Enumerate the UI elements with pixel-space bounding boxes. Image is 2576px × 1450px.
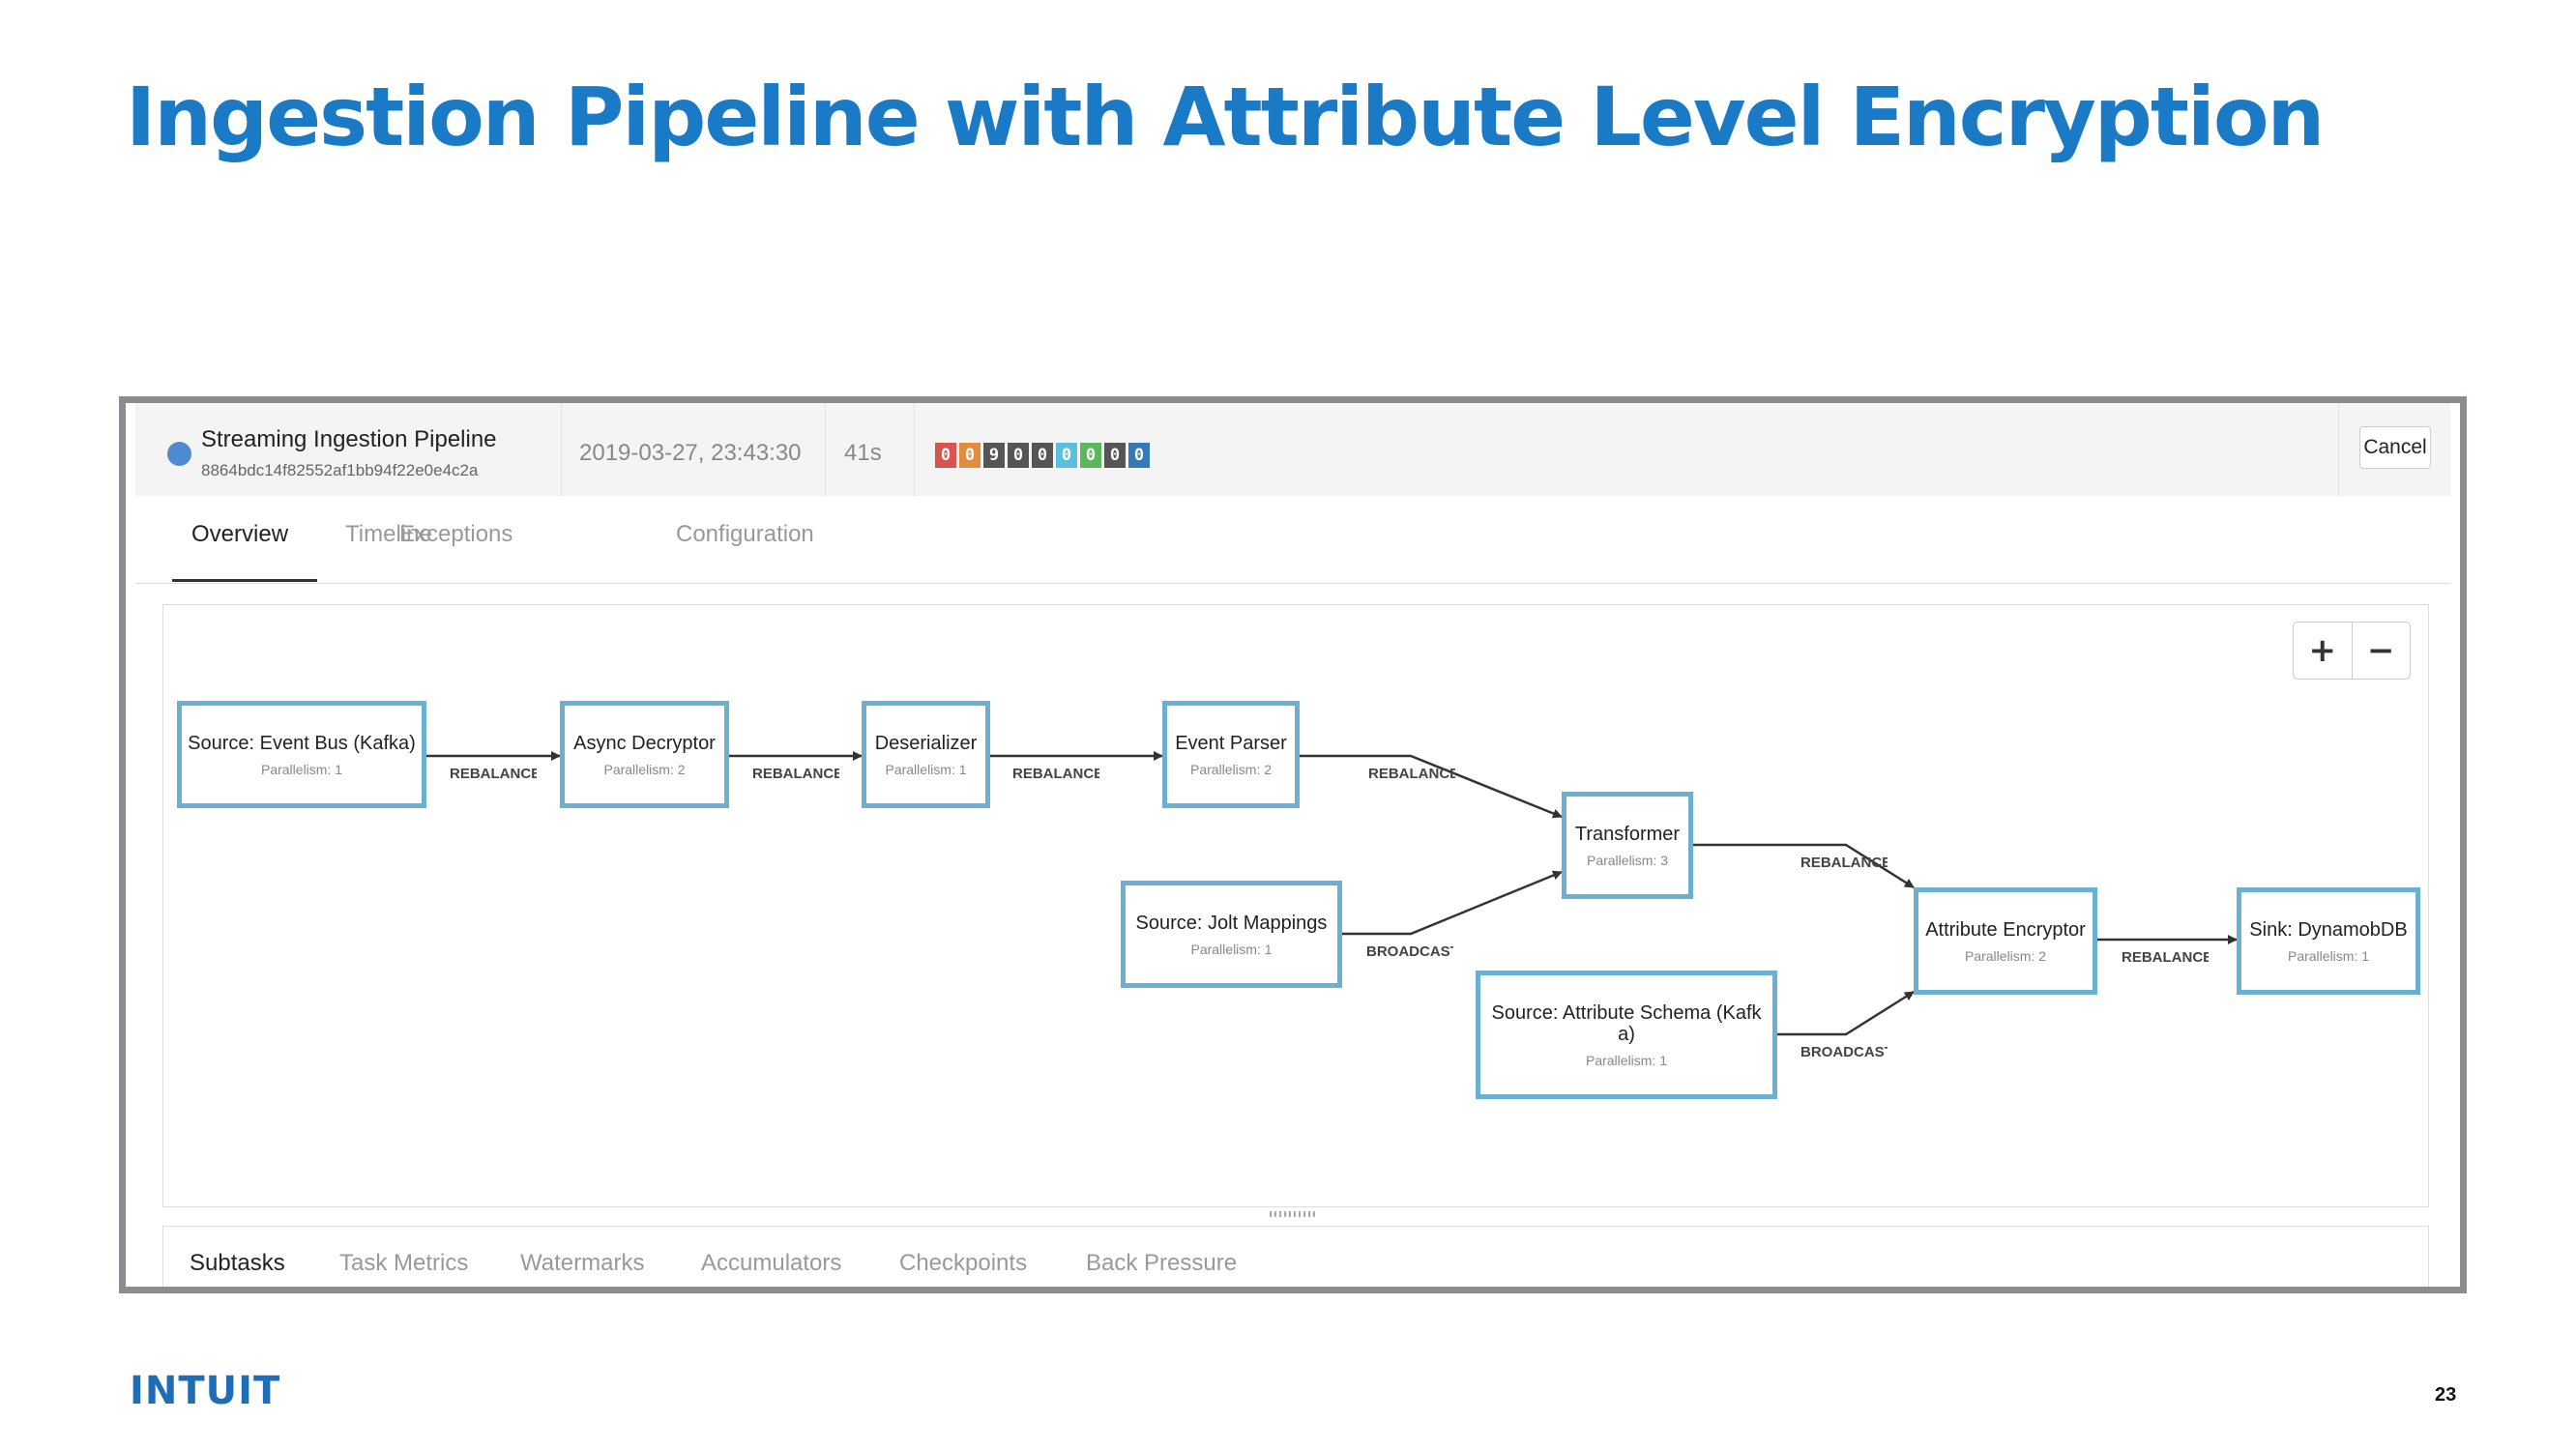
edge-label: REBALANCE <box>450 766 537 782</box>
zoom-in-button[interactable]: + <box>2294 623 2352 679</box>
subtab-back-pressure[interactable]: Back Pressure <box>1086 1250 1238 1276</box>
page-number: 23 <box>2435 1384 2457 1406</box>
node-attribute-encryptor[interactable]: Attribute Encryptor Parallelism: 2 <box>1914 887 2097 995</box>
node-parallelism: Parallelism: 1 <box>885 761 967 777</box>
graph-edge <box>1298 754 1563 819</box>
tab-timeline[interactable]: Timeline <box>345 521 432 547</box>
subtab-watermarks[interactable]: Watermarks <box>520 1250 645 1276</box>
graph-edge <box>1775 990 1915 1036</box>
node-title: Async Decryptor <box>573 732 716 754</box>
task-count-badge: 0 <box>959 443 981 468</box>
task-count-badge: 9 <box>983 443 1005 468</box>
graph-edge <box>1340 870 1563 936</box>
job-graph-panel[interactable]: REBALANCE REBALANCE REBALANCE REBALANCE … <box>162 604 2429 1207</box>
subtab-task-metrics[interactable]: Task Metrics <box>339 1250 469 1276</box>
job-name: Streaming Ingestion Pipeline <box>201 426 497 452</box>
job-id: 8864bdc14f82552af1bb94f22e0e4c2a <box>201 461 479 479</box>
job-tabs: Overview Timeline Exceptions Configurati… <box>135 496 2450 584</box>
edge-label: REBALANCE <box>1012 766 1099 782</box>
node-sink-dynamodb[interactable]: Sink: DynamobDB Parallelism: 1 <box>2237 887 2420 995</box>
header-divider <box>825 403 826 496</box>
active-tab-indicator <box>172 579 317 582</box>
node-title: Source: Event Bus (Kafka) <box>188 732 416 754</box>
edge-label: BROADCAST <box>1366 943 1453 960</box>
node-transformer[interactable]: Transformer Parallelism: 3 <box>1562 792 1693 899</box>
node-source-attribute-schema[interactable]: Source: Attribute Schema (Kafk a) Parall… <box>1476 971 1777 1099</box>
node-deserializer[interactable]: Deserializer Parallelism: 1 <box>862 701 990 808</box>
tab-configuration[interactable]: Configuration <box>676 521 814 547</box>
zoom-controls: + − <box>2293 622 2411 680</box>
node-parallelism: Parallelism: 2 <box>1964 947 2047 964</box>
node-title: Event Parser <box>1175 732 1287 754</box>
edge-label: BROADCAST <box>1800 1044 1888 1060</box>
cancel-job-button[interactable]: Cancel <box>2359 426 2431 469</box>
subtab-accumulators[interactable]: Accumulators <box>701 1250 842 1276</box>
task-count-badge: 0 <box>1008 443 1029 468</box>
node-source-event-bus[interactable]: Source: Event Bus (Kafka) Parallelism: 1 <box>177 701 426 808</box>
flink-job-window: Streaming Ingestion Pipeline 8864bdc14f8… <box>119 396 2467 1293</box>
node-title: Transformer <box>1574 823 1681 845</box>
vertex-detail-tabs: Subtasks Task Metrics Watermarks Accumul… <box>162 1226 2429 1287</box>
node-async-decryptor[interactable]: Async Decryptor Parallelism: 2 <box>560 701 729 808</box>
zoom-out-button[interactable]: − <box>2351 623 2411 679</box>
node-parallelism: Parallelism: 1 <box>260 761 343 777</box>
tab-exceptions[interactable]: Exceptions <box>399 521 513 547</box>
node-parallelism: Parallelism: 3 <box>1586 852 1669 868</box>
task-count-badge: 0 <box>1032 443 1053 468</box>
task-count-badge: 0 <box>1128 443 1150 468</box>
header-divider <box>2338 403 2339 496</box>
node-title: Source: Jolt Mappings <box>1135 912 1328 934</box>
subtab-checkpoints[interactable]: Checkpoints <box>899 1250 1028 1276</box>
node-title: Attribute Encryptor <box>1925 918 2086 941</box>
node-parallelism: Parallelism: 2 <box>1189 761 1273 777</box>
node-parallelism: Parallelism: 1 <box>2287 947 2370 964</box>
job-start-time: 2019-03-27, 23:43:30 <box>579 440 802 466</box>
node-source-jolt-mappings[interactable]: Source: Jolt Mappings Parallelism: 1 <box>1121 881 1342 988</box>
node-parallelism: Parallelism: 1 <box>1190 941 1273 957</box>
task-count-badge: 0 <box>1080 443 1101 468</box>
intuit-logo: INTUIT <box>130 1369 281 1413</box>
job-duration: 41s <box>844 440 882 466</box>
task-count-badge: 0 <box>935 443 956 468</box>
edge-label: REBALANCE <box>2122 949 2209 966</box>
tab-overview[interactable]: Overview <box>191 521 289 547</box>
node-parallelism: Parallelism: 2 <box>603 761 686 777</box>
edge-label: REBALANCE <box>1800 855 1888 871</box>
node-title: Sink: DynamobDB <box>2249 918 2408 941</box>
edge-label: REBALANCE <box>752 766 839 782</box>
edge-label: REBALANCE <box>1368 766 1455 782</box>
job-header: Streaming Ingestion Pipeline 8864bdc14f8… <box>135 403 2450 497</box>
job-status-icon <box>167 442 191 466</box>
header-divider <box>914 403 915 496</box>
header-divider <box>561 403 562 496</box>
task-status-counts: 0 0 9 0 0 0 0 0 0 <box>935 443 1153 468</box>
graph-edges <box>424 751 2238 1036</box>
subtab-subtasks[interactable]: Subtasks <box>190 1250 285 1276</box>
node-parallelism: Parallelism: 1 <box>1585 1052 1668 1068</box>
node-event-parser[interactable]: Event Parser Parallelism: 2 <box>1162 701 1300 808</box>
slide-title: Ingestion Pipeline with Attribute Level … <box>126 70 2325 164</box>
task-count-badge: 0 <box>1056 443 1077 468</box>
node-title: Source: Attribute Schema (Kafk a) <box>1491 1001 1762 1045</box>
task-count-badge: 0 <box>1104 443 1126 468</box>
node-title: Deserializer <box>874 732 978 754</box>
graph-edge <box>1691 843 1915 889</box>
panel-resize-handle[interactable] <box>1270 1211 1318 1217</box>
